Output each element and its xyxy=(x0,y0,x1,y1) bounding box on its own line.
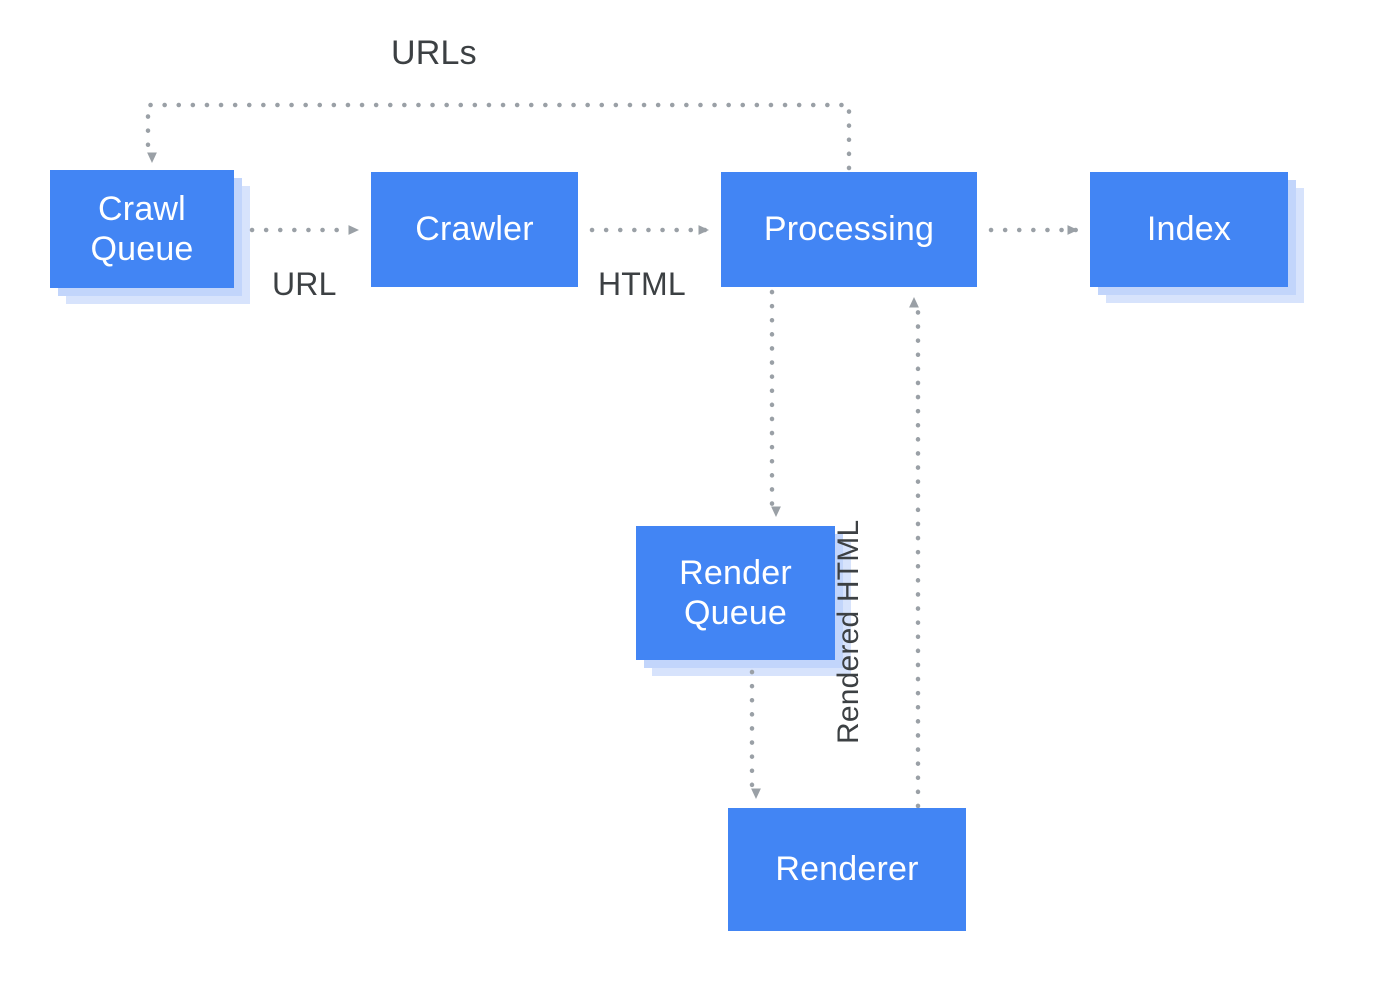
node-crawl-queue[interactable]: Crawl Queue xyxy=(50,170,234,288)
node-index-label: Index xyxy=(1146,210,1232,249)
edge-label-urls: URLs xyxy=(391,34,477,72)
edge-label-rendered-html: Rendered HTML xyxy=(832,519,865,744)
node-crawl-queue-label: Crawl Queue xyxy=(90,189,194,268)
edge-label-url: URL xyxy=(272,266,337,302)
node-index[interactable]: Index xyxy=(1090,172,1288,287)
node-crawler-label: Crawler xyxy=(415,210,534,249)
node-renderer-label: Renderer xyxy=(775,850,919,889)
node-render-queue-label: Render Queue xyxy=(679,553,792,632)
node-processing-label: Processing xyxy=(763,210,935,249)
edge-label-html: HTML xyxy=(598,266,686,302)
node-crawler[interactable]: Crawler xyxy=(371,172,578,287)
node-render-queue[interactable]: Render Queue xyxy=(636,526,835,660)
node-renderer[interactable]: Renderer xyxy=(728,808,966,931)
edge-processing-to-crawl-queue xyxy=(145,102,852,171)
node-processing[interactable]: Processing xyxy=(721,172,977,287)
